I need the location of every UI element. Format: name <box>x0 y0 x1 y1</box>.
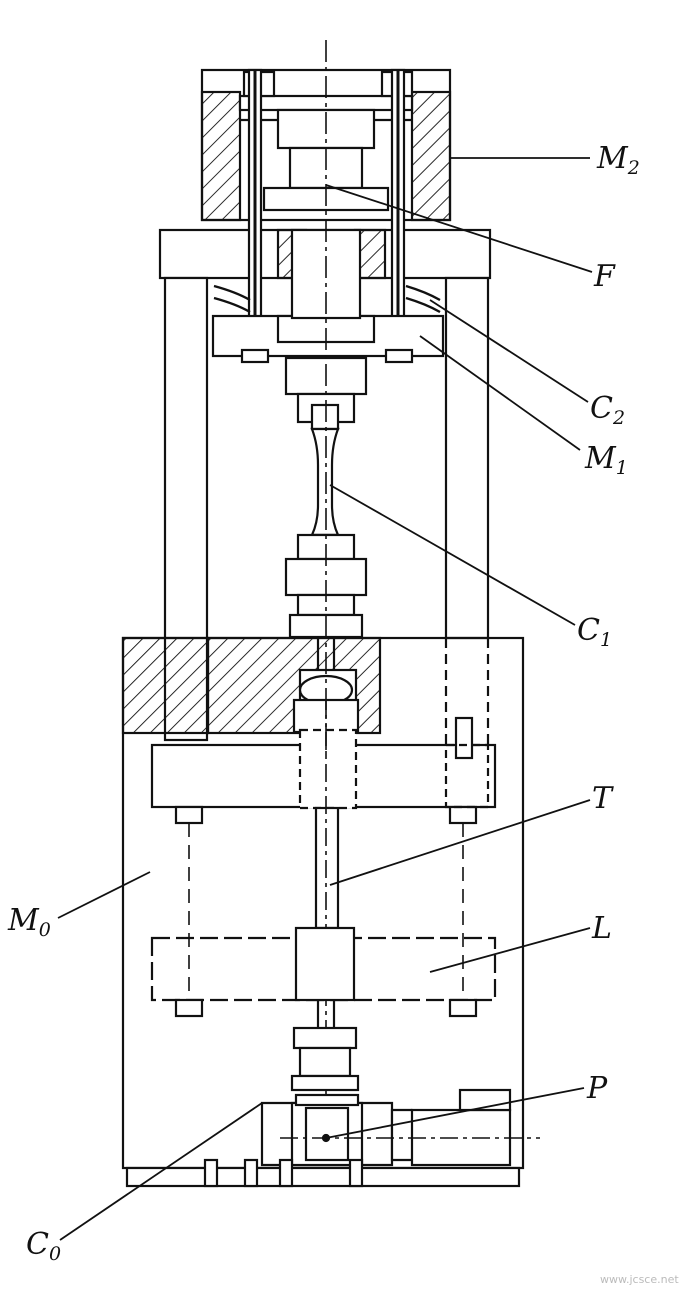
base-plate-c0 <box>125 1158 521 1188</box>
middle-crosshead <box>150 716 497 825</box>
leader-lines <box>57 157 593 1241</box>
label-l: L <box>591 911 612 946</box>
drive-coupling <box>290 1026 360 1092</box>
label-t: T <box>592 781 614 816</box>
leader-f <box>325 184 593 273</box>
spring-c2 <box>213 284 441 314</box>
watermark: www.jcsce.net <box>600 1273 679 1286</box>
label-m0: M0 <box>7 903 51 941</box>
label-c2: C2 <box>590 391 625 429</box>
plate-m1 <box>211 314 445 364</box>
leader-t <box>329 799 591 886</box>
label-m2: M2 <box>596 141 640 179</box>
guide-lines <box>188 823 464 1000</box>
leader-l <box>429 927 591 973</box>
label-m1: M1 <box>584 441 628 479</box>
leader-p <box>325 1087 585 1139</box>
gearbox-p <box>260 1088 540 1167</box>
label-c1: C1 <box>577 613 612 651</box>
label-f: F <box>593 259 616 294</box>
leader-c2 <box>429 299 589 403</box>
leader-m1 <box>419 335 581 451</box>
callout-labels: M2 F C2 M1 C1 T M0 L P C0 <box>7 141 640 1265</box>
leader-c0 <box>59 1102 263 1241</box>
leader-m0 <box>57 871 151 919</box>
leader-c1 <box>329 484 576 626</box>
label-c0: C0 <box>26 1227 61 1265</box>
lower-crosshead-l <box>150 926 497 1030</box>
label-p: P <box>586 1071 608 1106</box>
